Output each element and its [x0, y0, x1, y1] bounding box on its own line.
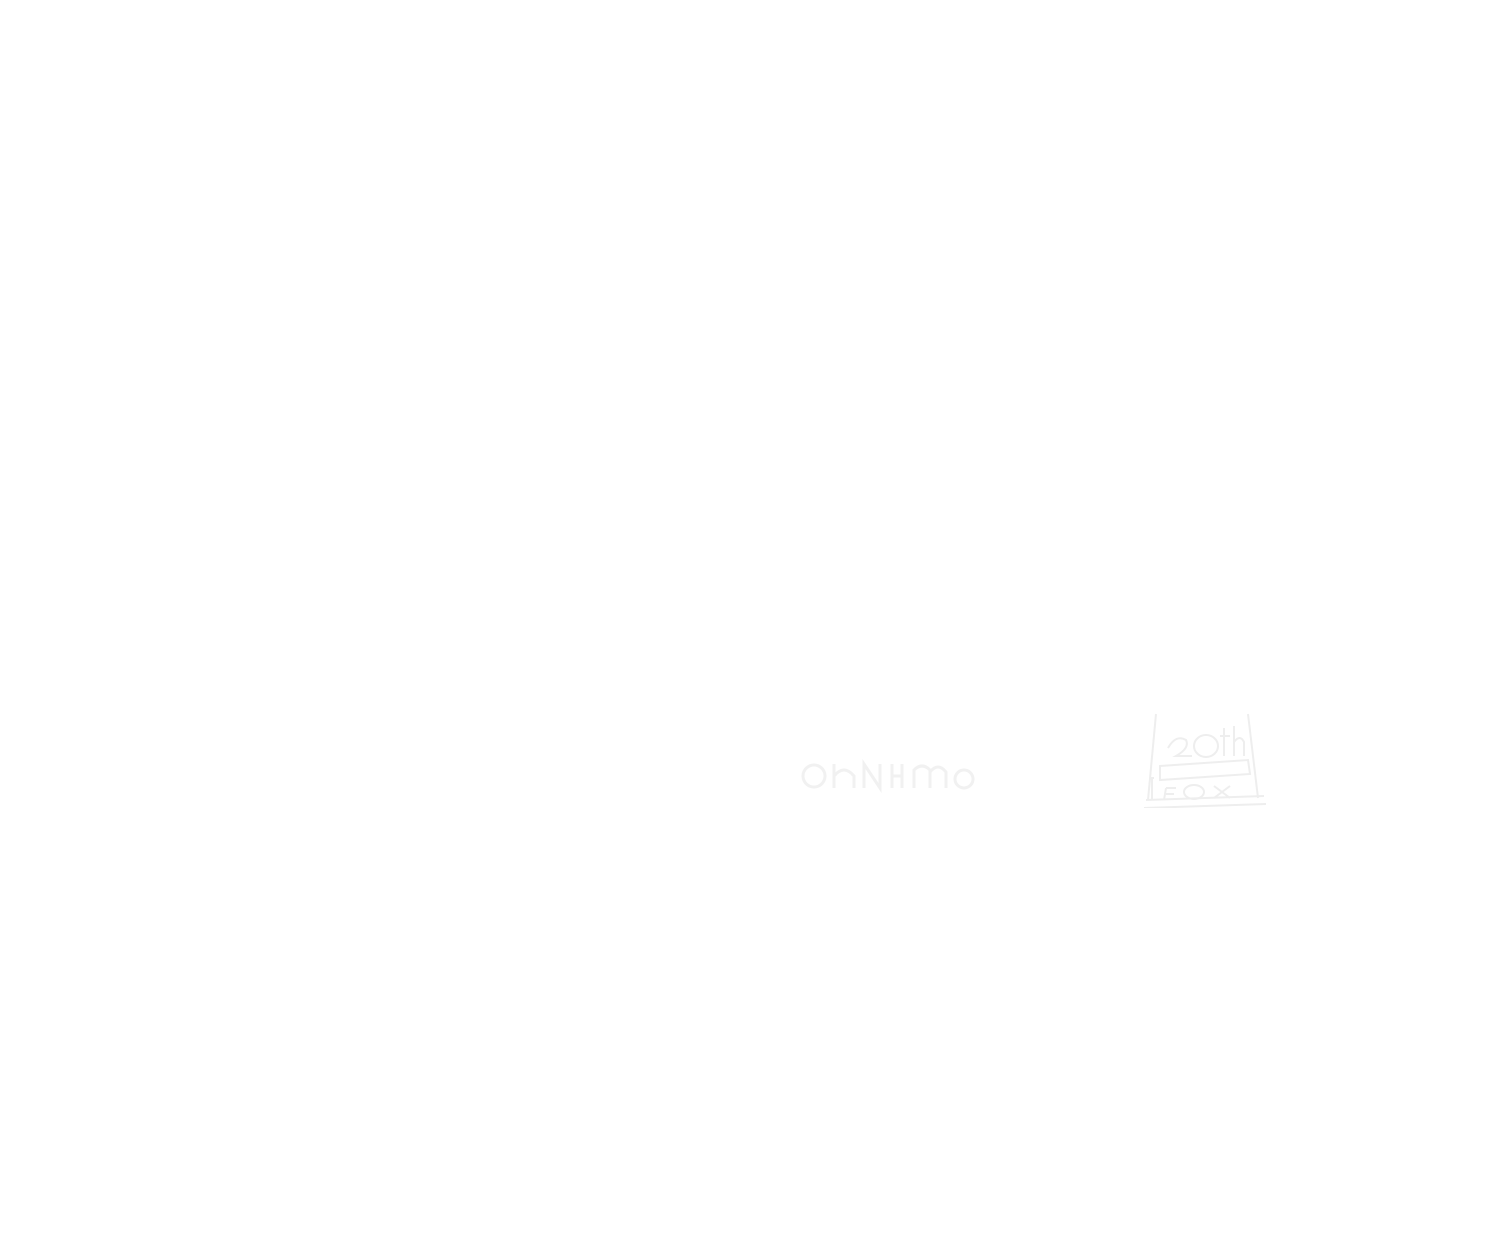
- logo-strip: 20th Century Fox: [0, 700, 1500, 820]
- fox-logo-icon: [1143, 713, 1267, 809]
- studio-wordmark-icon: [801, 759, 975, 793]
- studio-wordmark-logo: [796, 750, 982, 800]
- twentieth-century-fox-logo: 20th Century Fox: [1140, 708, 1270, 809]
